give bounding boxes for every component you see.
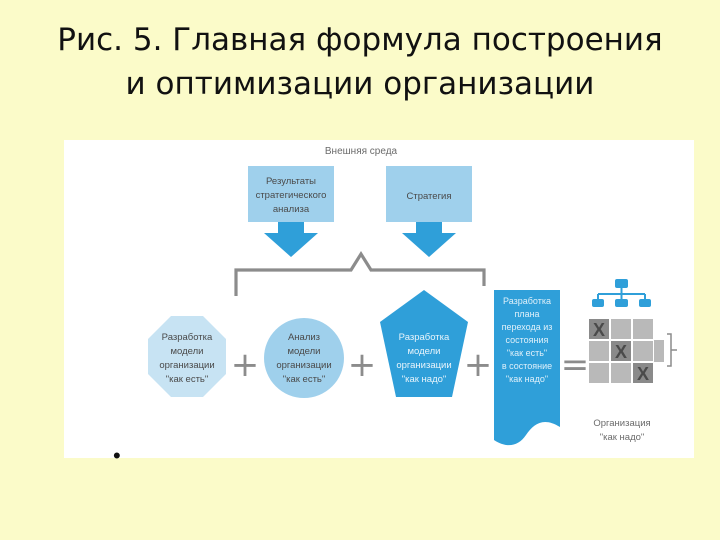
- circle-line-2: модели: [288, 346, 321, 357]
- pentagon-line-4: "как надо": [402, 374, 447, 385]
- plus-operator-1: +: [231, 345, 260, 385]
- equals-operator: =: [561, 345, 590, 385]
- brace-connector: [234, 250, 486, 296]
- title-line-1: Рис. 5. Главная формула построения: [57, 22, 663, 58]
- document-transition-plan: Разработка плана перехода из состояния "…: [494, 290, 560, 446]
- grid-mark-2: X: [615, 342, 627, 362]
- document-line-5: "как есть": [507, 348, 547, 358]
- circle-line-1: Анализ: [288, 332, 320, 343]
- diagram-panel: Внешняя среда Результаты стратегического…: [64, 140, 694, 458]
- circle-line-4: "как есть": [283, 374, 326, 385]
- octagon-line-4: "как есть": [166, 374, 209, 385]
- title-line-2: и оптимизации организации: [125, 66, 595, 102]
- circle-analysis-as-is: Анализ модели организации "как есть": [264, 318, 344, 398]
- pentagon-line-3: организации: [396, 360, 451, 371]
- document-line-1: Разработка: [503, 296, 551, 306]
- pentagon-line-1: Разработка: [399, 332, 450, 343]
- environment-label: Внешняя среда: [325, 146, 398, 157]
- grid-mark-3: X: [637, 364, 649, 384]
- org-chart-icon: [592, 279, 651, 307]
- plus-operator-3: +: [464, 345, 493, 385]
- bullet-point: •: [113, 443, 121, 468]
- document-line-4: состояния: [506, 335, 549, 345]
- document-line-2: плана: [514, 309, 539, 319]
- strategic-analysis-box: Результаты стратегического анализа: [248, 166, 334, 257]
- plus-operator-2: +: [348, 345, 377, 385]
- result-label-line-2: "как надо": [600, 432, 645, 443]
- circle-line-3: организации: [276, 360, 331, 371]
- document-line-7: "как надо": [506, 374, 548, 384]
- strategic-analysis-line-3: анализа: [273, 204, 310, 215]
- result-label-line-1: Организация: [593, 418, 650, 429]
- octagon-line-3: организации: [159, 360, 214, 371]
- formula-diagram: Внешняя среда Результаты стратегического…: [148, 146, 677, 446]
- document-line-6: в состояние: [502, 361, 552, 371]
- strategic-analysis-line-1: Результаты: [266, 176, 316, 187]
- strategic-analysis-line-2: стратегического: [256, 190, 327, 201]
- document-line-3: перехода из: [502, 322, 553, 332]
- strategy-label: Стратегия: [406, 191, 451, 202]
- octagon-model-as-is: Разработка модели организации "как есть": [148, 316, 226, 397]
- strategy-box: Стратегия: [386, 166, 472, 257]
- pentagon-model-to-be: Разработка модели организации "как надо": [380, 290, 468, 397]
- grid-mark-1: X: [593, 320, 605, 340]
- organization-grid: X X X: [587, 317, 677, 385]
- octagon-line-2: модели: [171, 346, 204, 357]
- octagon-line-1: Разработка: [162, 332, 213, 343]
- slide-title: Рис. 5. Главная формула построения и опт…: [0, 18, 720, 106]
- pentagon-line-2: модели: [408, 346, 441, 357]
